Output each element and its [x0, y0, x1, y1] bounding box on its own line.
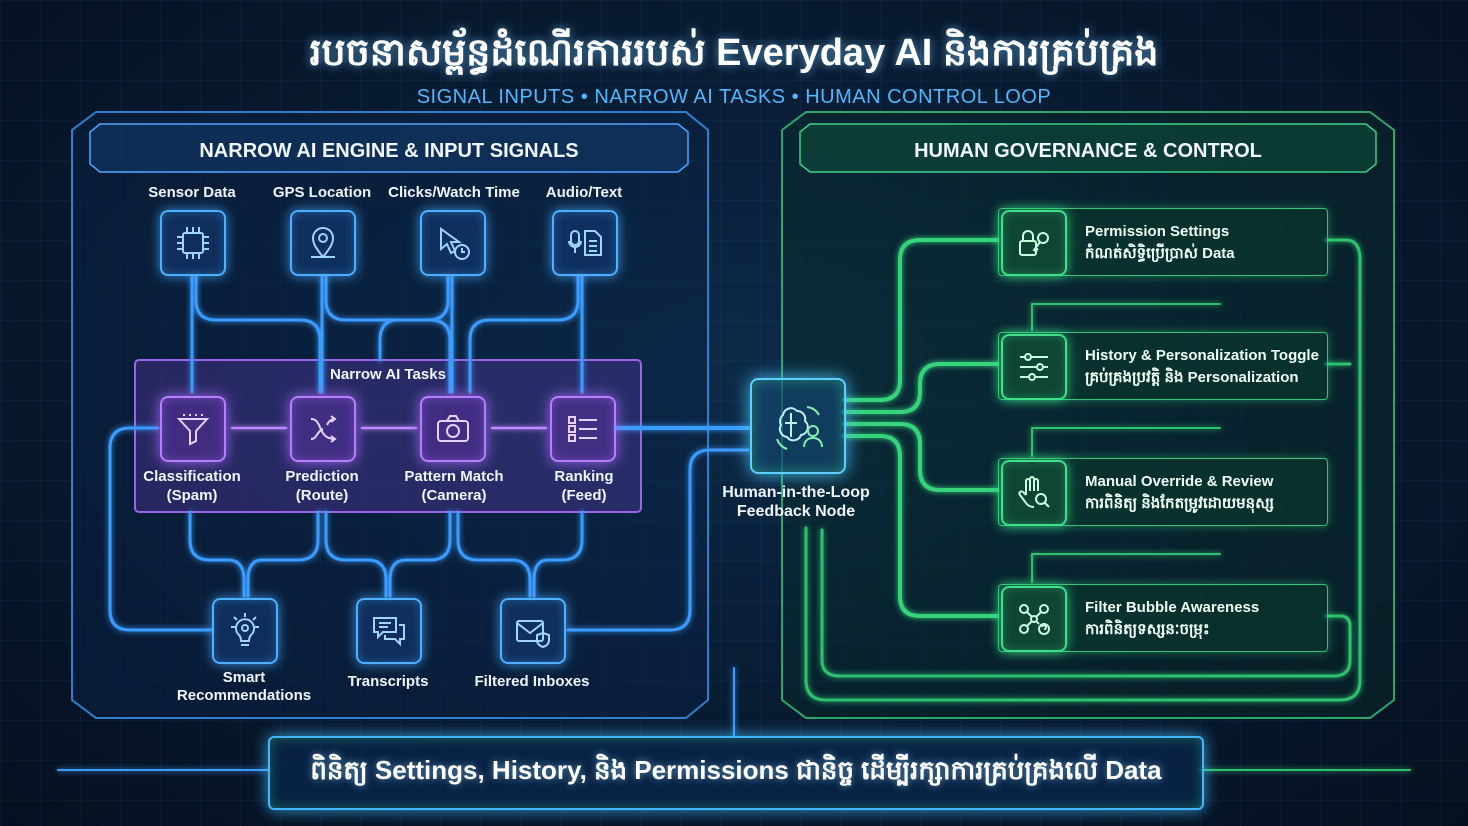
- task-sub-ranking: (Feed): [561, 487, 607, 504]
- left-panel-title: NARROW AI ENGINE & INPUT SIGNALS: [199, 140, 579, 162]
- control-label: Filter Bubble Awareness: [1085, 599, 1260, 616]
- left-panel-title-frame: [89, 123, 689, 173]
- control-label: Manual Override & Review: [1085, 473, 1274, 490]
- control-sub-label: គ្រប់គ្រងប្រវត្តិ និង Personalization: [1085, 369, 1299, 386]
- input-label-sensor: Sensor Data: [148, 184, 236, 201]
- mic-document-icon: [552, 210, 618, 276]
- right-panel-title: HUMAN GOVERNANCE & CONTROL: [914, 140, 1262, 162]
- task-sub-pattern-match: (Camera): [421, 487, 487, 504]
- page-title: របចនាសម្ព័ន្ធដំណើរការរបស់ Everyday AI និ…: [309, 32, 1159, 74]
- hand-search-icon: [1001, 460, 1067, 526]
- hub-label: Human-in-the-Loop: [722, 484, 870, 501]
- task-label-prediction: Prediction: [285, 468, 359, 485]
- brain-person-icon: [750, 378, 846, 474]
- hub-sub-label: Feedback Node: [736, 503, 856, 520]
- route-icon: [290, 396, 356, 462]
- cursor-clock-icon: [420, 210, 486, 276]
- control-history-personalization[interactable]: History & Personalization Toggle គ្រប់គ្…: [998, 332, 1328, 400]
- list-ranking-icon: [550, 396, 616, 462]
- map-pin-icon: [290, 210, 356, 276]
- control-sub-label: ការពិនិត្យទស្សនៈចម្រុះ: [1085, 621, 1210, 638]
- control-filter-bubble[interactable]: Filter Bubble Awareness ការពិនិត្យទស្សនៈ…: [998, 584, 1328, 652]
- chip-sensor-icon: [160, 210, 226, 276]
- input-label-clicks: Clicks/Watch Time: [388, 184, 520, 201]
- task-sub-prediction: (Route): [295, 487, 349, 504]
- chat-bubbles-icon: [356, 598, 422, 664]
- bottom-banner-text: ពិនិត្យ Settings, History, និង Permissio…: [310, 755, 1162, 785]
- sliders-icon: [1001, 334, 1067, 400]
- network-question-icon: [1001, 586, 1067, 652]
- tasks-label: Narrow AI Tasks: [330, 366, 446, 383]
- bottom-banner: ពិនិត្យ Settings, History, និង Permissio…: [268, 736, 1204, 810]
- input-label-gps: GPS Location: [272, 184, 372, 201]
- control-sub-label: ការពិនិត្យ និងកែតម្រូវដោយមនុស្ស: [1085, 495, 1274, 512]
- envelope-shield-icon: [500, 598, 566, 664]
- control-label: History & Personalization Toggle: [1085, 347, 1319, 364]
- control-permission-settings[interactable]: Permission Settings កំណត់សិទ្ធិប្រើប្រាស…: [998, 208, 1328, 276]
- output-sub-smart: Recommendations: [176, 687, 312, 704]
- camera-icon: [420, 396, 486, 462]
- task-label-pattern-match: Pattern Match: [404, 468, 504, 485]
- lock-key-icon: [1001, 210, 1067, 276]
- left-panel-frame: [71, 111, 709, 719]
- output-label-smart: Smart: [222, 669, 266, 686]
- control-sub-label: កំណត់សិទ្ធិប្រើប្រាស់ Data: [1085, 245, 1235, 262]
- lightbulb-icon: [212, 598, 278, 664]
- output-label-filtered-inboxes: Filtered Inboxes: [474, 673, 590, 690]
- right-panel-title-frame: [799, 123, 1377, 173]
- task-label-classification: Classification: [143, 468, 241, 485]
- output-label-transcripts: Transcripts: [347, 673, 429, 690]
- tasks-frame: [134, 359, 642, 513]
- control-label: Permission Settings: [1085, 223, 1230, 240]
- task-sub-classification: (Spam): [166, 487, 218, 504]
- page-subtitle: SIGNAL INPUTS • NARROW AI TASKS • HUMAN …: [416, 86, 1052, 108]
- funnel-icon: [160, 396, 226, 462]
- control-manual-override[interactable]: Manual Override & Review ការពិនិត្យ និងក…: [998, 458, 1328, 526]
- task-label-ranking: Ranking: [554, 468, 614, 485]
- input-label-audio: Audio/Text: [545, 184, 623, 201]
